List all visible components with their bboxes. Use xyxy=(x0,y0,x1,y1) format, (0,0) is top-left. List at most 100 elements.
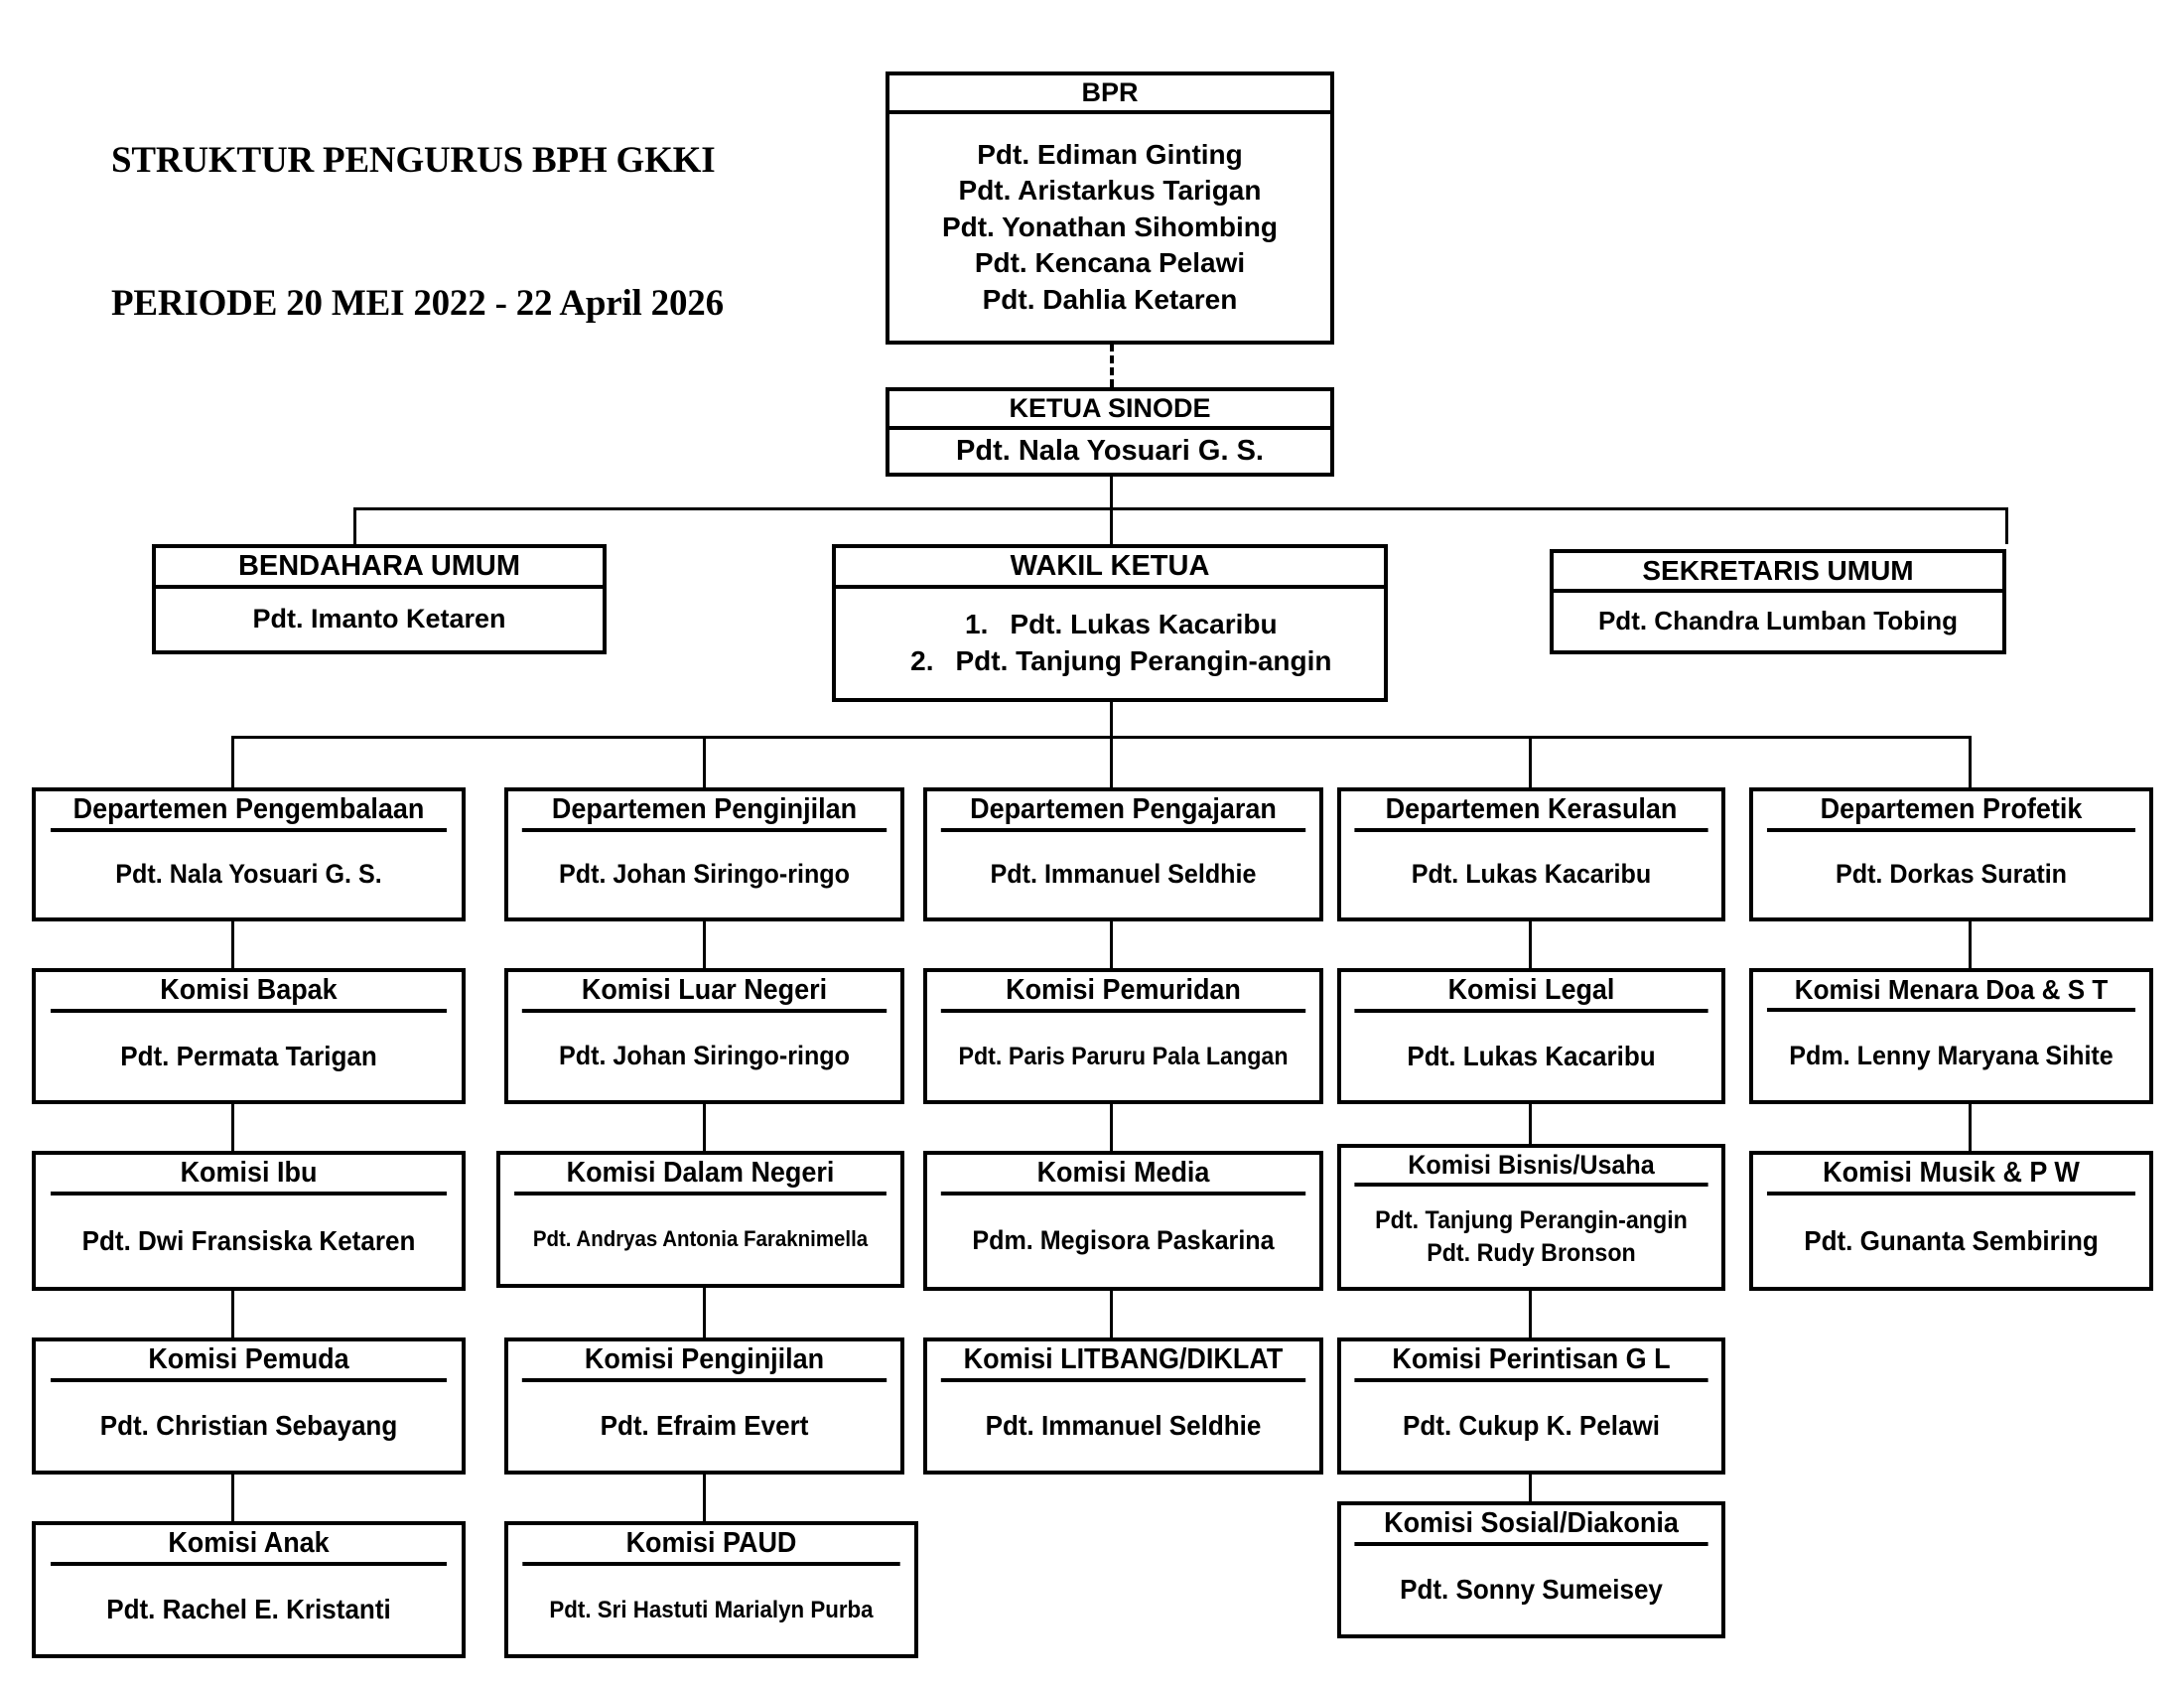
member-name: Pdt. Tanjung Perangin-angin xyxy=(1375,1206,1688,1234)
node-kom-pemuridan[interactable]: Komisi Pemuridan Pdt. Paris Paruru Pala … xyxy=(923,968,1323,1104)
node-bpr-members: Pdt. Ediman Ginting Pdt. Aristarkus Tari… xyxy=(889,114,1330,341)
node-kom-pemuda-header: Komisi Pemuda xyxy=(51,1341,447,1382)
node-kom-bisnis[interactable]: Komisi Bisnis/Usaha Pdt. Tanjung Perangi… xyxy=(1337,1144,1725,1291)
edge-ketua-sinode-down xyxy=(1110,477,1113,510)
node-kom-bapak-members: Pdt. Permata Tarigan xyxy=(51,1013,447,1100)
node-bendahara-umum-members: Pdt. Imanto Ketaren xyxy=(156,589,603,650)
node-dep-pengembalaan-members: Pdt. Nala Yosuari G. S. xyxy=(51,832,447,917)
node-kom-menara-doa-members: Pdm. Lenny Maryana Sihite xyxy=(1767,1012,2135,1100)
node-kom-pemuridan-header: Komisi Pemuridan xyxy=(940,972,1306,1013)
node-kom-anak-members: Pdt. Rachel E. Kristanti xyxy=(51,1566,447,1654)
node-sekretaris-umum-members: Pdt. Chandra Lumban Tobing xyxy=(1554,593,2002,650)
node-kom-bisnis-members: Pdt. Tanjung Perangin-angin Pdt. Rudy Br… xyxy=(1354,1187,1707,1287)
edge-bus-to-dep-penginjilan xyxy=(703,736,706,787)
member-name: Pdt. Permata Tarigan xyxy=(120,1040,377,1071)
title-line-2: PERIODE 20 MEI 2022 - 22 April 2026 xyxy=(111,283,724,325)
node-dep-penginjilan-members: Pdt. Johan Siringo-ringo xyxy=(522,832,887,917)
node-kom-sosial-header: Komisi Sosial/Diakonia xyxy=(1354,1505,1708,1546)
node-dep-kerasulan[interactable]: Departemen Kerasulan Pdt. Lukas Kacaribu xyxy=(1337,787,1725,921)
edge-wakil-ketua-down xyxy=(1110,702,1113,738)
node-kom-media-members: Pdm. Megisora Paskarina xyxy=(941,1196,1305,1287)
member-name: Pdt. Imanto Ketaren xyxy=(252,604,506,634)
edge-kom-penginjilan-to-kom-paud xyxy=(703,1475,706,1521)
node-ketua-sinode[interactable]: KETUA SINODE Pdt. Nala Yosuari G. S. xyxy=(886,387,1334,477)
edge-kom-bisnis-to-kom-perintisan xyxy=(1529,1291,1532,1337)
node-wakil-ketua[interactable]: WAKIL KETUA 1. Pdt. Lukas Kacaribu 2. Pd… xyxy=(832,544,1388,702)
node-kom-ibu-header: Komisi Ibu xyxy=(51,1155,447,1196)
node-kom-bapak[interactable]: Komisi Bapak Pdt. Permata Tarigan xyxy=(32,968,466,1104)
member-name: Pdt. Nala Yosuari G. S. xyxy=(115,859,382,890)
node-kom-paud-members: Pdt. Sri Hastuti Marialyn Purba xyxy=(522,1566,899,1654)
member-name: Pdm. Lenny Maryana Sihite xyxy=(1789,1040,2114,1070)
node-kom-sosial[interactable]: Komisi Sosial/Diakonia Pdt. Sonny Sumeis… xyxy=(1337,1501,1725,1638)
node-kom-pemuda[interactable]: Komisi Pemuda Pdt. Christian Sebayang xyxy=(32,1337,466,1475)
edge-bus-to-dep-kerasulan xyxy=(1529,736,1532,787)
node-kom-luar-negeri[interactable]: Komisi Luar Negeri Pdt. Johan Siringo-ri… xyxy=(504,968,904,1104)
member-name: Pdt. Lukas Kacaribu xyxy=(1010,609,1278,640)
edge-kom-dalam-negeri-to-kom-penginjilan xyxy=(703,1288,706,1337)
node-dep-pengajaran-header: Departemen Pengajaran xyxy=(940,791,1306,832)
node-dep-penginjilan[interactable]: Departemen Penginjilan Pdt. Johan Siring… xyxy=(504,787,904,921)
node-kom-bisnis-header: Komisi Bisnis/Usaha xyxy=(1354,1148,1708,1187)
node-kom-menara-doa[interactable]: Komisi Menara Doa & S T Pdm. Lenny Marya… xyxy=(1749,968,2153,1104)
edge-kom-media-to-kom-litbang xyxy=(1110,1291,1113,1337)
node-kom-perintisan-header: Komisi Perintisan G L xyxy=(1354,1341,1708,1382)
node-kom-penginjilan[interactable]: Komisi Penginjilan Pdt. Efraim Evert xyxy=(504,1337,904,1475)
node-bpr[interactable]: BPR Pdt. Ediman Ginting Pdt. Aristarkus … xyxy=(886,71,1334,345)
edge-kom-ibu-to-kom-pemuda xyxy=(231,1291,234,1337)
node-kom-paud-header: Komisi PAUD xyxy=(522,1525,900,1566)
node-kom-dalam-negeri-header: Komisi Dalam Negeri xyxy=(514,1155,887,1196)
node-kom-legal[interactable]: Komisi Legal Pdt. Lukas Kacaribu xyxy=(1337,968,1725,1104)
node-dep-pengembalaan[interactable]: Departemen Pengembalaan Pdt. Nala Yosuar… xyxy=(32,787,466,921)
node-kom-litbang[interactable]: Komisi LITBANG/DIKLAT Pdt. Immanuel Seld… xyxy=(923,1337,1323,1475)
node-kom-menara-doa-header: Komisi Menara Doa & S T xyxy=(1766,972,2136,1012)
node-kom-penginjilan-header: Komisi Penginjilan xyxy=(521,1341,887,1382)
edge-kom-perintisan-to-kom-sosial xyxy=(1529,1475,1532,1501)
node-dep-pengembalaan-header: Departemen Pengembalaan xyxy=(51,791,447,832)
member-name: Pdt. Immanuel Seldhie xyxy=(990,859,1257,890)
edge-kom-luar-negeri-to-kom-dalam-negeri xyxy=(703,1104,706,1151)
node-kom-perintisan[interactable]: Komisi Perintisan G L Pdt. Cukup K. Pela… xyxy=(1337,1337,1725,1475)
member-name: Pdt. Andryas Antonia Faraknimella xyxy=(532,1226,869,1252)
edge-kom-legal-to-kom-bisnis xyxy=(1529,1104,1532,1144)
node-ketua-sinode-header: KETUA SINODE xyxy=(889,391,1330,430)
node-dep-penginjilan-header: Departemen Penginjilan xyxy=(521,791,887,832)
edge-department-bus xyxy=(231,736,1971,739)
edge-bpr-to-ketua-sinode xyxy=(1110,344,1114,387)
edge-bus-to-dep-pengembalaan xyxy=(231,736,234,787)
node-dep-pengajaran[interactable]: Departemen Pengajaran Pdt. Immanuel Seld… xyxy=(923,787,1323,921)
edge-dep-penginjilan-to-kom-luar-negeri xyxy=(703,915,706,968)
node-ketua-sinode-members: Pdt. Nala Yosuari G. S. xyxy=(889,430,1330,474)
member-row: 1. Pdt. Lukas Kacaribu xyxy=(942,607,1278,643)
member-row: 2. Pdt. Tanjung Perangin-angin xyxy=(887,643,1331,680)
node-kom-musik-header: Komisi Musik & P W xyxy=(1766,1155,2136,1196)
node-kom-litbang-header: Komisi LITBANG/DIKLAT xyxy=(940,1341,1306,1382)
node-kom-ibu-members: Pdt. Dwi Fransiska Ketaren xyxy=(51,1196,447,1287)
node-dep-profetik-members: Pdt. Dorkas Suratin xyxy=(1767,832,2135,917)
edge-kom-bapak-to-kom-ibu xyxy=(231,1104,234,1151)
node-kom-media[interactable]: Komisi Media Pdm. Megisora Paskarina xyxy=(923,1151,1323,1291)
node-dep-profetik[interactable]: Departemen Profetik Pdt. Dorkas Suratin xyxy=(1749,787,2153,921)
node-sekretaris-umum[interactable]: SEKRETARIS UMUM Pdt. Chandra Lumban Tobi… xyxy=(1550,549,2006,654)
node-kom-ibu[interactable]: Komisi Ibu Pdt. Dwi Fransiska Ketaren xyxy=(32,1151,466,1291)
node-kom-legal-members: Pdt. Lukas Kacaribu xyxy=(1354,1013,1707,1100)
node-kom-pemuridan-members: Pdt. Paris Paruru Pala Langan xyxy=(941,1013,1305,1100)
edge-bus-to-dep-pengajaran xyxy=(1110,736,1113,787)
node-kom-dalam-negeri[interactable]: Komisi Dalam Negeri Pdt. Andryas Antonia… xyxy=(496,1151,904,1288)
edge-dep-pengembalaan-to-kom-bapak xyxy=(231,921,234,968)
member-name: Pdt. Johan Siringo-ringo xyxy=(559,859,850,890)
node-kom-musik[interactable]: Komisi Musik & P W Pdt. Gunanta Sembirin… xyxy=(1749,1151,2153,1291)
node-kom-litbang-members: Pdt. Immanuel Seldhie xyxy=(941,1382,1305,1471)
title-line-1: STRUKTUR PENGURUS BPH GKKI xyxy=(111,140,716,182)
member-name: Pdt. Rachel E. Kristanti xyxy=(106,1594,391,1625)
member-name: Pdt. Paris Paruru Pala Langan xyxy=(958,1042,1289,1070)
edge-dep-pengajaran-to-kom-pemuridan xyxy=(1110,915,1113,968)
node-kom-anak[interactable]: Komisi Anak Pdt. Rachel E. Kristanti xyxy=(32,1521,466,1658)
member-name: Pdt. Sri Hastuti Marialyn Purba xyxy=(549,1596,874,1623)
member-name: Pdt. Immanuel Seldhie xyxy=(985,1410,1262,1442)
node-kom-bapak-header: Komisi Bapak xyxy=(51,972,447,1013)
member-name: Pdt. Dwi Fransiska Ketaren xyxy=(81,1224,416,1256)
node-bendahara-umum[interactable]: BENDAHARA UMUM Pdt. Imanto Ketaren xyxy=(152,544,607,654)
node-kom-paud[interactable]: Komisi PAUD Pdt. Sri Hastuti Marialyn Pu… xyxy=(504,1521,918,1658)
member-name: Pdt. Christian Sebayang xyxy=(99,1410,398,1442)
